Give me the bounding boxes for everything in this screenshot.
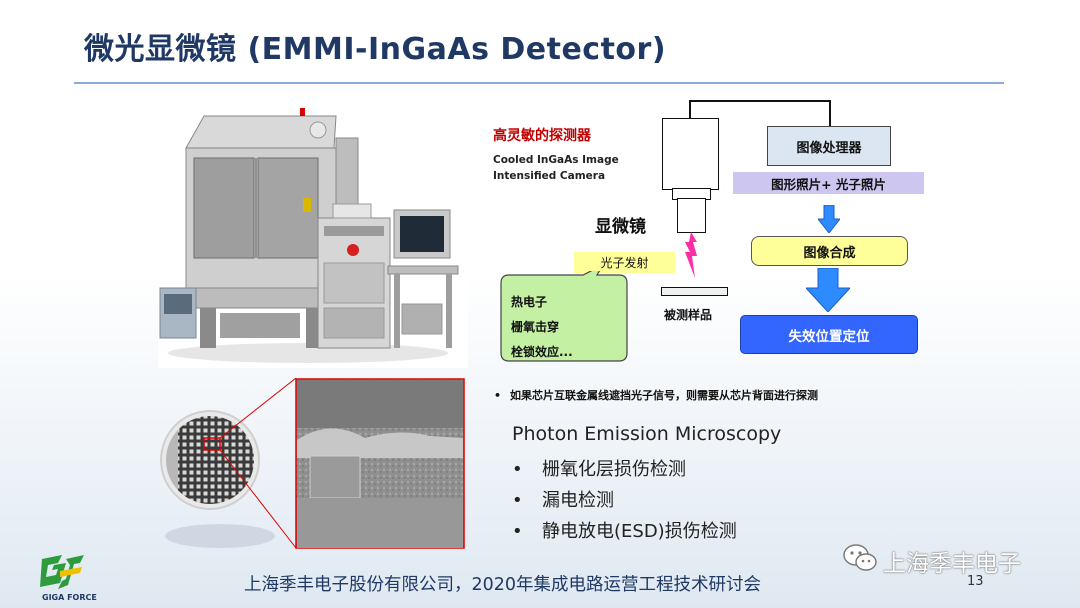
camera-cable bbox=[689, 100, 830, 102]
emission-cause-item: 热电子 bbox=[511, 295, 548, 309]
microscope-label: 显微镜 bbox=[595, 217, 646, 237]
detector-description-line: Intensified Camera bbox=[493, 170, 606, 182]
bullet: • bbox=[512, 490, 523, 511]
image-merge-box: 图像合成 bbox=[751, 236, 908, 266]
pem-list-item: • 静电放电(ESD)损伤检测 bbox=[512, 517, 737, 543]
slide-title: 微光显微镜 (EMMI-InGaAs Detector) bbox=[84, 32, 667, 67]
detector-description-line: Cooled InGaAs Image bbox=[493, 154, 619, 166]
logo-text: GIGA FORCE bbox=[42, 593, 97, 602]
image-overlay-strip: 图形照片+ 光子照片 bbox=[733, 172, 924, 194]
pem-list-item: • 栅氧化层损伤检测 bbox=[512, 455, 686, 481]
sample-label: 被测样品 bbox=[664, 308, 713, 322]
pem-list-item-text: 栅氧化层损伤检测 bbox=[542, 459, 686, 480]
down-arrow-icon bbox=[804, 267, 852, 316]
photon-emission-tag: 光子发射 bbox=[574, 252, 675, 273]
footer-text: 上海季丰电子股份有限公司，2020年集成电路运营工程技术研讨会 bbox=[244, 575, 762, 595]
emission-cause-item: 栓锁效应... bbox=[511, 345, 573, 359]
giga-force-logo-icon bbox=[36, 553, 88, 597]
page-number: 13 bbox=[967, 574, 984, 589]
detector-description: Cooled InGaAs Image Intensified Camera bbox=[493, 152, 619, 184]
emmi-machine-photo bbox=[158, 102, 468, 368]
camera-body bbox=[662, 118, 719, 190]
title-divider bbox=[74, 82, 1004, 84]
backside-note-text: 如果芯片互联金属线遮挡光子信号，则需要从芯片背面进行探测 bbox=[510, 389, 818, 402]
wechat-icon bbox=[842, 543, 878, 577]
backside-note: • 如果芯片互联金属线遮挡光子信号，则需要从芯片背面进行探测 bbox=[494, 388, 894, 403]
down-arrow-icon bbox=[816, 204, 842, 237]
bullet: • bbox=[512, 459, 523, 480]
lightning-bolt-icon bbox=[683, 232, 699, 284]
emission-causes-list: 热电子 栅氧击穿 栓锁效应... bbox=[511, 290, 573, 365]
speech-bubble-icon bbox=[499, 263, 639, 367]
pem-list-item: • 漏电检测 bbox=[512, 486, 614, 512]
emission-cause-item: 栅氧击穿 bbox=[511, 320, 560, 334]
wechat-account-name: 上海季丰电子 bbox=[883, 551, 1021, 577]
failure-location-box: 失效位置定位 bbox=[740, 315, 918, 354]
sensitive-detector-title: 高灵敏的探测器 bbox=[493, 128, 591, 144]
test-sample bbox=[661, 287, 728, 296]
camera-cable bbox=[829, 100, 831, 126]
camera-cable bbox=[689, 100, 691, 119]
bullet: • bbox=[512, 521, 523, 542]
pem-list-item-text: 漏电检测 bbox=[542, 490, 614, 511]
image-processor-box: 图像处理器 bbox=[767, 126, 891, 166]
pem-list-item-text: 静电放电(ESD)损伤检测 bbox=[542, 521, 737, 542]
pem-title: Photon Emission Microscopy bbox=[512, 423, 782, 445]
objective-lens bbox=[677, 198, 706, 233]
bullet: • bbox=[494, 389, 502, 402]
chip-sem-photos bbox=[160, 377, 466, 550]
